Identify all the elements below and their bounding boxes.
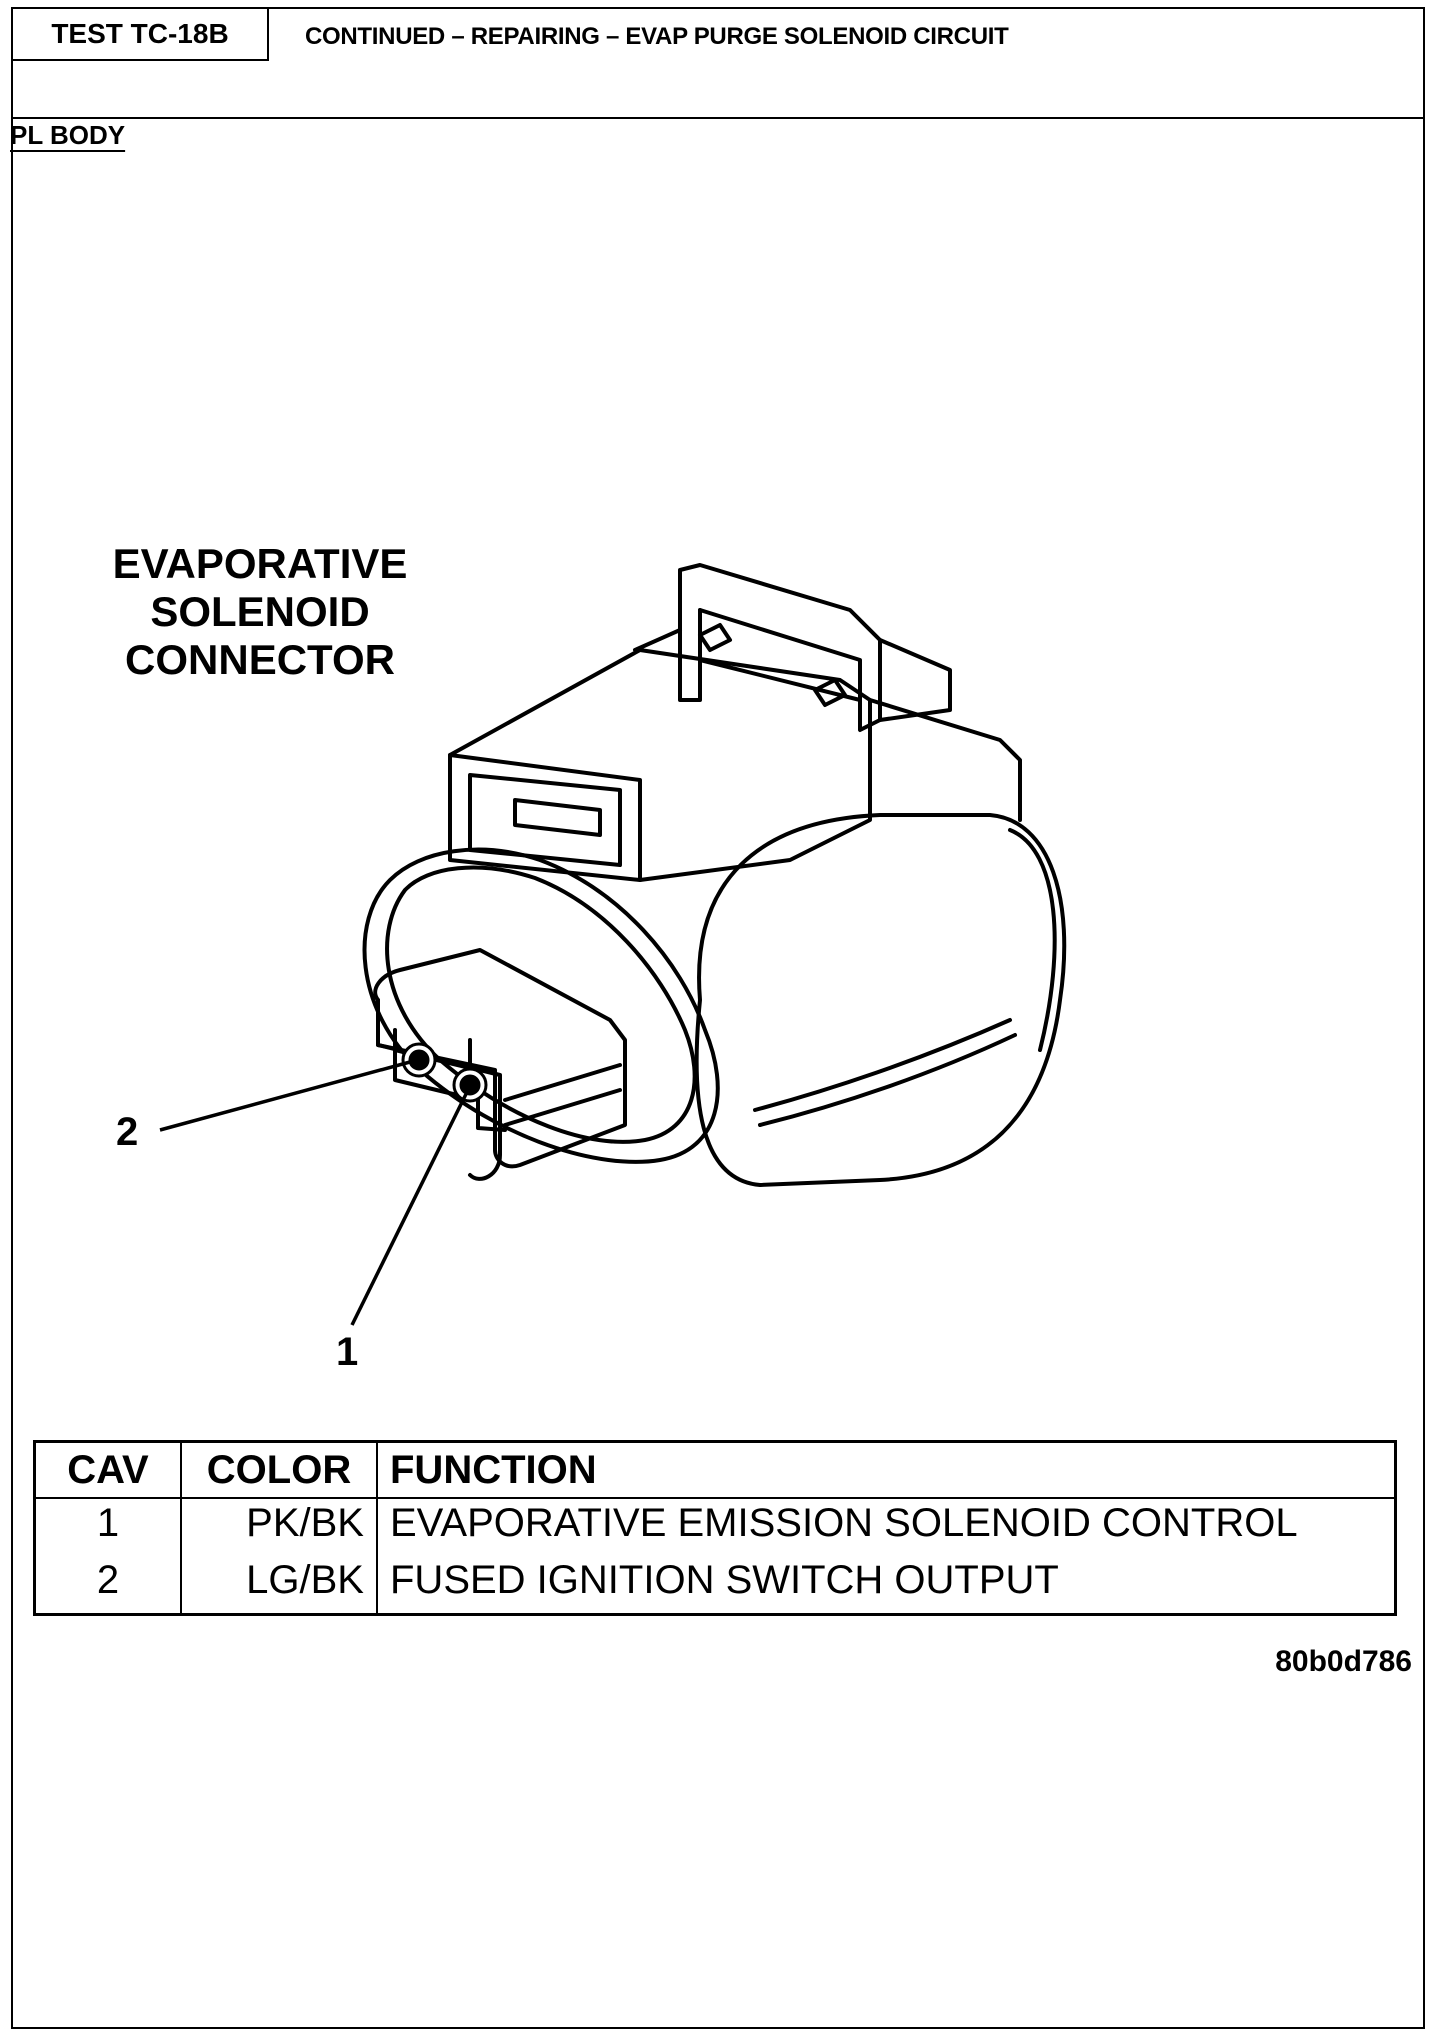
- table-row: 1 PK/BK EVAPORATIVE EMISSION SOLENOID CO…: [34, 1498, 1396, 1556]
- cavity-2-terminal: [408, 1049, 430, 1071]
- connector-seal-inner: [385, 865, 697, 1144]
- pin-table: CAV COLOR FUNCTION 1 PK/BK EVAPORATIVE E…: [33, 1440, 1397, 1616]
- pin-table-color: LG/BK: [181, 1555, 378, 1615]
- pin-table-header-row: CAV COLOR FUNCTION: [34, 1441, 1396, 1499]
- pin-table-header-cav: CAV: [34, 1441, 182, 1499]
- reference-code: 80b0d786: [1275, 1645, 1412, 1678]
- pin-table-cav: 2: [34, 1555, 182, 1615]
- connector-front-body: [373, 948, 627, 1169]
- page-frame: TEST TC-18B CONTINUED – REPAIRING – EVAP…: [11, 7, 1425, 2029]
- test-id-box: TEST TC-18B: [13, 9, 269, 61]
- section-label: PL BODY: [10, 120, 126, 150]
- connector-lock-arm: [678, 563, 882, 732]
- connector-title-line: SOLENOID: [150, 588, 370, 635]
- connector-latch-housing: [448, 648, 872, 882]
- callout-2-label: 2: [116, 1110, 139, 1154]
- connector-lock-bump: [698, 623, 732, 652]
- connector-latch-front: [448, 753, 642, 882]
- connector-latch-window: [468, 773, 622, 867]
- cavity-1-terminal: [459, 1074, 481, 1096]
- connector-title: EVAPORATIVE SOLENOID CONNECTOR: [80, 540, 440, 684]
- connector-lock-bump: [813, 678, 847, 707]
- header-bar: TEST TC-18B CONTINUED – REPAIRING – EVAP…: [13, 9, 1423, 119]
- connector-front-face: [376, 998, 502, 1181]
- connector-title-line: EVAPORATIVE: [112, 540, 408, 587]
- connector-front-rail: [503, 1063, 622, 1102]
- connector-latch-tab: [513, 798, 602, 837]
- connector-rear-body: [694, 813, 1067, 1187]
- pin-table-function: EVAPORATIVE EMISSION SOLENOID CONTROL: [390, 1501, 1298, 1545]
- connector-lock-arm-bar: [698, 608, 862, 702]
- connector-lock-ramp: [868, 698, 1022, 822]
- connector-rear-rib: [1008, 828, 1057, 1052]
- callout-2-leader: [159, 1060, 411, 1132]
- connector-seal: [362, 847, 720, 1164]
- header-title: CONTINUED – REPAIRING – EVAP PURGE SOLEN…: [305, 23, 1009, 50]
- pin-table-function: FUSED IGNITION SWITCH OUTPUT: [390, 1557, 1059, 1602]
- connector-rear-slot: [753, 1018, 1012, 1112]
- pin-table-header-color: COLOR: [181, 1441, 378, 1499]
- connector-lock-ramp: [633, 628, 682, 652]
- connector-title-line: CONNECTOR: [125, 636, 395, 683]
- pin-table-cav: 1: [34, 1498, 182, 1556]
- pin-table-color: PK/BK: [181, 1498, 378, 1556]
- callout-1-label: 1: [336, 1330, 359, 1374]
- callout-1-leader: [350, 1089, 470, 1326]
- pin-table-header-function: FUNCTION: [377, 1441, 1396, 1499]
- connector-rear-slot: [758, 1033, 1017, 1127]
- connector-front-rail: [503, 1088, 622, 1127]
- table-row: 2 LG/BK FUSED IGNITION SWITCH OUTPUT: [34, 1555, 1396, 1615]
